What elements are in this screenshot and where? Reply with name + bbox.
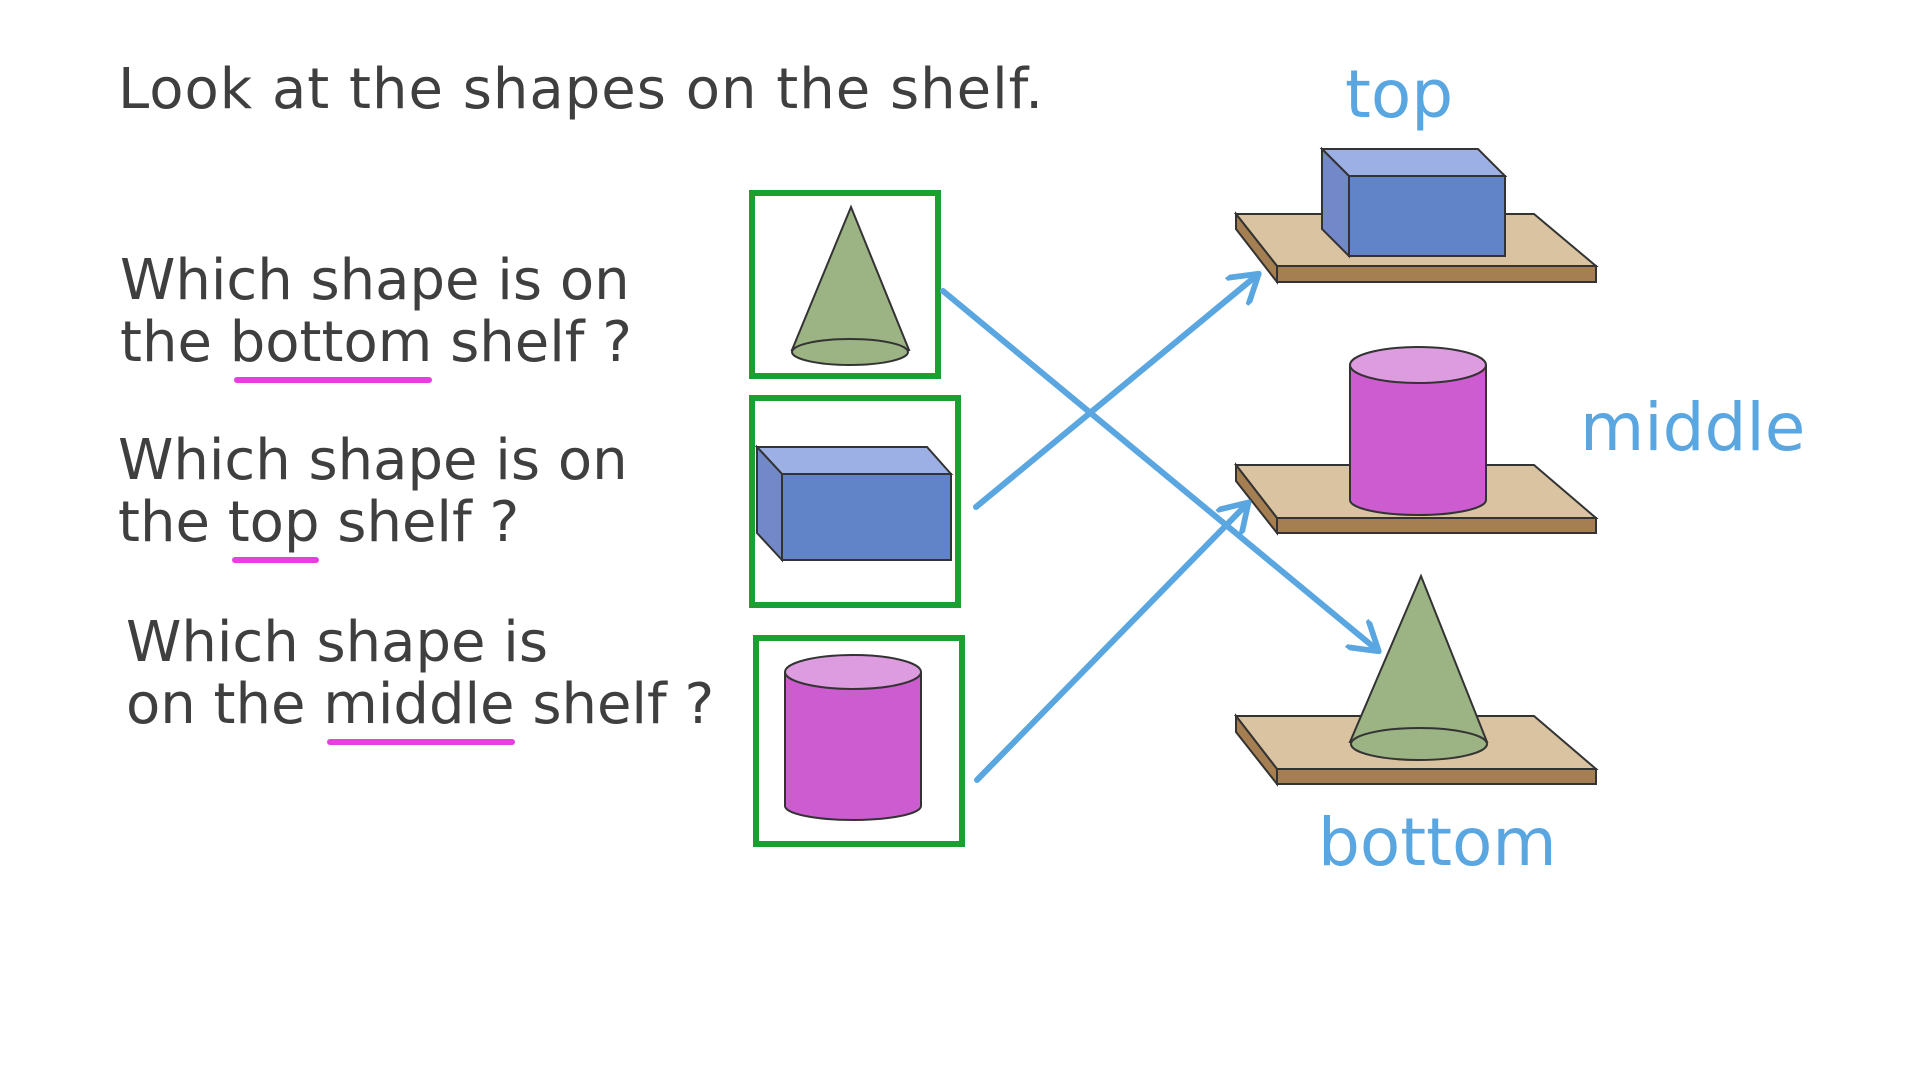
question-top: Which shape is on the top shelf ? — [118, 428, 628, 563]
question-line-1: Which shape is — [126, 610, 549, 675]
question-line-2-prefix: the — [118, 489, 210, 555]
cylinder-icon — [784, 654, 922, 821]
keyword-middle: middle — [323, 671, 515, 745]
question-suffix: shelf ? — [450, 309, 632, 375]
cone-on-bottom-shelf — [1348, 573, 1489, 761]
option-box-cylinder[interactable] — [753, 635, 965, 847]
label-middle-shelf: middle — [1580, 389, 1806, 466]
cuboid-on-top-shelf — [1319, 146, 1508, 259]
instruction-text: Look at the shapes on the shelf. — [118, 57, 1045, 122]
arrow-cuboid-to-top — [973, 276, 1256, 510]
question-suffix: shelf ? — [337, 489, 520, 555]
question-line-2-prefix: the — [120, 309, 212, 375]
question-line-1: Which shape is on — [118, 428, 628, 493]
question-line-2-prefix: on the — [126, 671, 306, 737]
arrow-cone-to-bottom — [940, 288, 1376, 649]
cuboid-icon — [754, 444, 954, 563]
label-bottom-shelf: bottom — [1318, 804, 1557, 881]
cylinder-on-middle-shelf — [1349, 346, 1487, 516]
question-suffix: shelf ? — [532, 671, 715, 737]
option-box-cuboid[interactable] — [749, 395, 961, 608]
keyword-bottom: bottom — [229, 309, 433, 383]
question-middle: Which shape is on the middle shelf ? — [126, 610, 715, 745]
arrow-cylinder-to-middle — [974, 505, 1246, 783]
label-top-shelf: top — [1345, 56, 1454, 133]
cone-icon — [790, 204, 911, 366]
option-box-cone[interactable] — [749, 190, 941, 379]
question-bottom: Which shape is on the bottom shelf ? — [120, 248, 632, 383]
keyword-top: top — [227, 489, 320, 563]
question-line-1: Which shape is on — [120, 248, 630, 313]
